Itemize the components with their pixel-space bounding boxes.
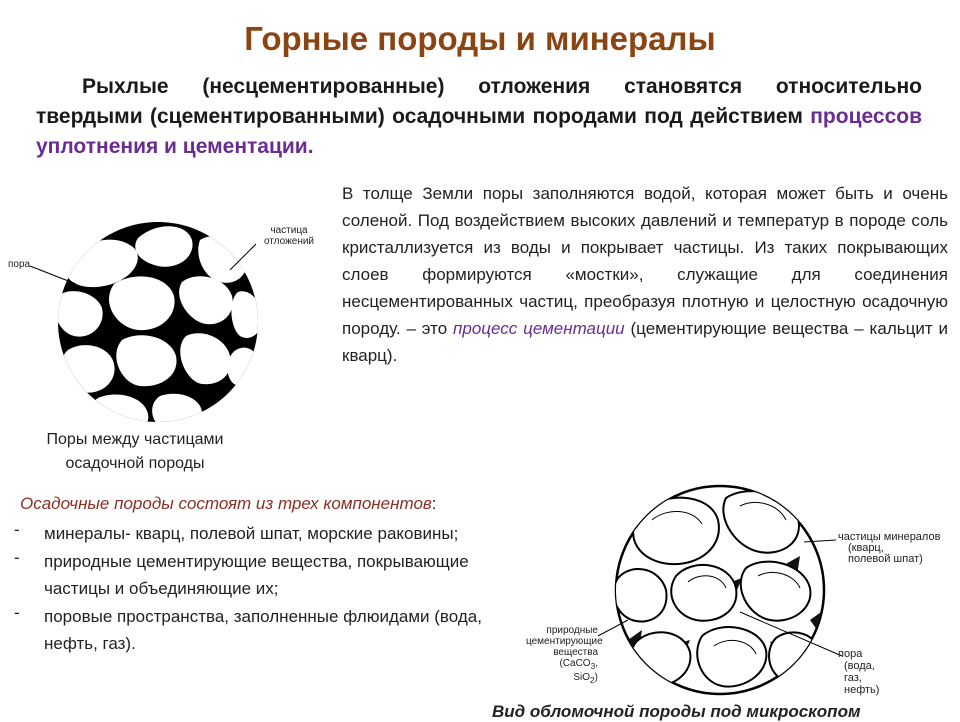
minerals-label-line3: полевой шпат) — [848, 553, 923, 565]
bullet-dash: - — [14, 603, 20, 622]
microscope-caption: Вид обломочной породы под микроскопом — [492, 702, 861, 721]
pore-label: пора — [8, 259, 31, 270]
cement-formula-caco-sub: 3 — [590, 661, 596, 671]
minerals-pointer — [803, 539, 837, 543]
pore-pointer — [29, 265, 77, 285]
components-title: Осадочные породы состоят из трех компоне… — [20, 494, 437, 514]
minerals-label-line2: (кварц, — [848, 542, 884, 554]
list-item-text: минералы- кварц, полевой шпат, морские р… — [44, 524, 459, 543]
list-item: - минералы- кварц, полевой шпат, морские … — [14, 520, 534, 547]
intro-text: Рыхлые (несцементированные) отложения ст… — [36, 75, 922, 128]
cement-formula-sio-sub: 2 — [590, 675, 595, 685]
cement-label-line4: (CaCO3, — [559, 658, 598, 671]
cementation-paragraph: В толще Земли поры заполняются водой, ко… — [342, 180, 948, 369]
pore-label-line3: газ, — [844, 672, 862, 684]
components-list: - минералы- кварц, полевой шпат, морские … — [14, 520, 534, 658]
intro-paragraph: Рыхлые (несцементированные) отложения ст… — [36, 72, 922, 162]
cement-pointer — [597, 619, 629, 637]
paragraph-highlight: процесс цементации — [453, 319, 625, 338]
pore-diagram-caption: Поры между частицами осадочной породы — [0, 428, 270, 476]
minerals-label: частицы минералов (кварц, полевой шпат) — [838, 532, 940, 565]
list-item-text: поровые пространства, заполненные флюида… — [44, 607, 482, 653]
bullet-dash: - — [14, 548, 20, 567]
pore-label-fig2: пора (вода, газ, нефть) — [838, 648, 879, 696]
cement-label-line5: SiO2) — [573, 672, 598, 685]
cement-label-line3: вещества — [553, 647, 598, 658]
caption-line2: осадочной породы — [65, 455, 205, 472]
microscope-grains — [616, 490, 824, 688]
cement-formula-caco: (CaCO — [559, 658, 591, 669]
intro-highlight: процессов уплотнения и цементации. — [36, 105, 922, 158]
components-title-colon: : — [431, 494, 437, 513]
list-item: - поровые пространства, заполненные флюид… — [14, 603, 534, 657]
pore-pointer — [739, 611, 843, 657]
list-item-text: природные цементирующие вещества, покрыв… — [44, 552, 469, 598]
caption-line1: Поры между частицами — [46, 431, 224, 448]
particles-label: частица отложений — [254, 225, 324, 247]
bullet-dash: - — [14, 520, 20, 539]
page-title: Горные породы и минералы — [244, 20, 716, 57]
microscope-diagram — [597, 484, 843, 696]
pore-diagram — [29, 222, 258, 422]
cement-label-line2: цементирующие — [526, 636, 603, 647]
components-title-text: Осадочные породы состоят из трех компоне… — [20, 494, 432, 513]
particles-label-line1: частица — [270, 225, 308, 236]
paragraph-tail: (цементирующие вещества – кальцит и квар… — [342, 319, 948, 365]
cement-label-line1: природные — [546, 625, 598, 636]
paragraph-text: В толще Земли поры заполняются водой, ко… — [342, 184, 948, 338]
list-item: - природные цементирующие вещества, покры… — [14, 548, 534, 602]
cement-label: природные цементирующие вещества (CaCO3,… — [526, 625, 603, 686]
cement-formula-sio: SiO — [573, 672, 591, 683]
pore-label-line1: пора — [838, 648, 863, 660]
particles-pointer — [229, 243, 257, 271]
pore-label-line4: нефть) — [844, 684, 880, 696]
minerals-label-line1: частицы минералов — [838, 531, 941, 543]
pore-label-line2: (вода, — [844, 660, 875, 672]
particles-label-line2: отложений — [263, 236, 315, 247]
